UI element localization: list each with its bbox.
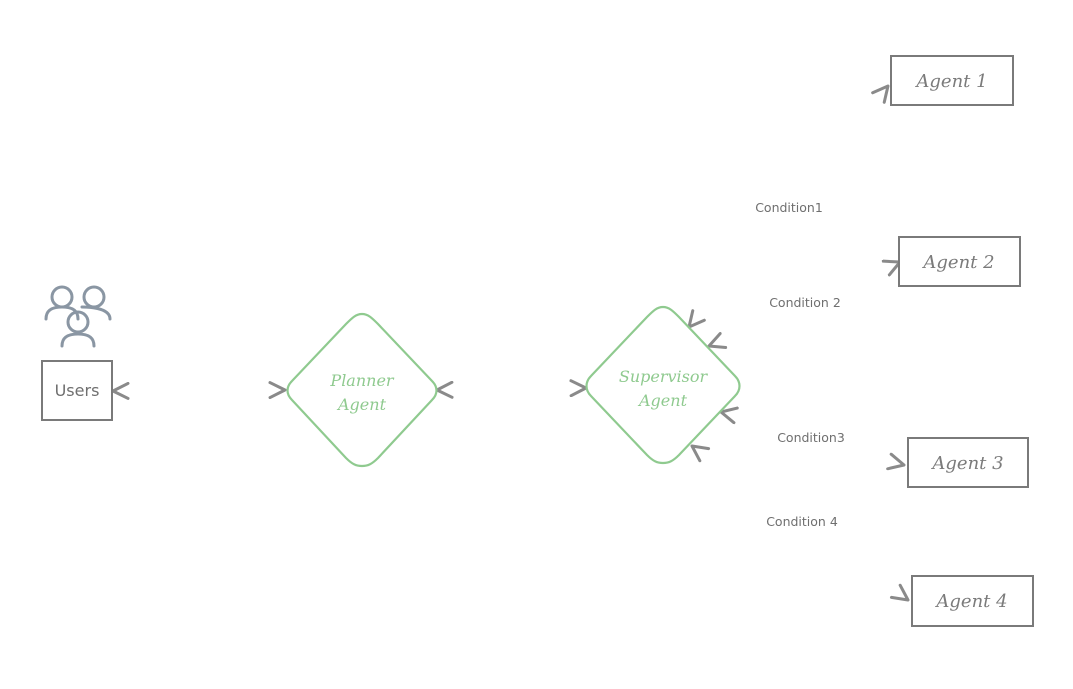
agent-3-node[interactable]: Agent 3 bbox=[907, 437, 1029, 488]
users-node-label: Users bbox=[55, 381, 100, 400]
planner-agent-node[interactable]: Planner Agent bbox=[286, 312, 438, 468]
edge-planner-supervisor[interactable] bbox=[435, 379, 588, 399]
edge-label-condition1: Condition1 bbox=[746, 197, 832, 219]
edge-label-condition1-text: Condition1 bbox=[755, 200, 823, 215]
supervisor-agent-label-line1: Supervisor bbox=[619, 367, 709, 386]
edge-labels-layer: Condition1 Condition 2 Condition3 Condit… bbox=[746, 197, 857, 532]
users-group-icon bbox=[44, 285, 112, 348]
edge-label-condition2: Condition 2 bbox=[756, 291, 854, 313]
edge-label-condition3-text: Condition3 bbox=[777, 430, 845, 445]
edge-label-condition4: Condition 4 bbox=[752, 510, 852, 532]
agent-2-label: Agent 2 bbox=[921, 252, 994, 273]
edge-label-condition3: Condition3 bbox=[765, 427, 857, 449]
agent-2-node[interactable]: Agent 2 bbox=[898, 236, 1021, 287]
agent-1-node[interactable]: Agent 1 bbox=[890, 55, 1014, 106]
edge-label-condition2-text: Condition 2 bbox=[769, 295, 841, 310]
agent-3-label: Agent 3 bbox=[930, 453, 1003, 474]
planner-agent-label-line1: Planner bbox=[329, 371, 395, 390]
agent-4-node[interactable]: Agent 4 bbox=[911, 575, 1034, 627]
edge-users-planner[interactable] bbox=[111, 381, 287, 400]
users-node[interactable]: Users bbox=[41, 360, 113, 421]
supervisor-agent-label-line2: Agent bbox=[637, 391, 688, 410]
planner-agent-label-line2: Agent bbox=[336, 395, 387, 414]
agent-4-label: Agent 4 bbox=[934, 591, 1007, 612]
agent-1-label: Agent 1 bbox=[914, 71, 987, 92]
supervisor-agent-node[interactable]: Supervisor Agent bbox=[585, 305, 741, 465]
edge-label-condition4-text: Condition 4 bbox=[766, 514, 838, 529]
